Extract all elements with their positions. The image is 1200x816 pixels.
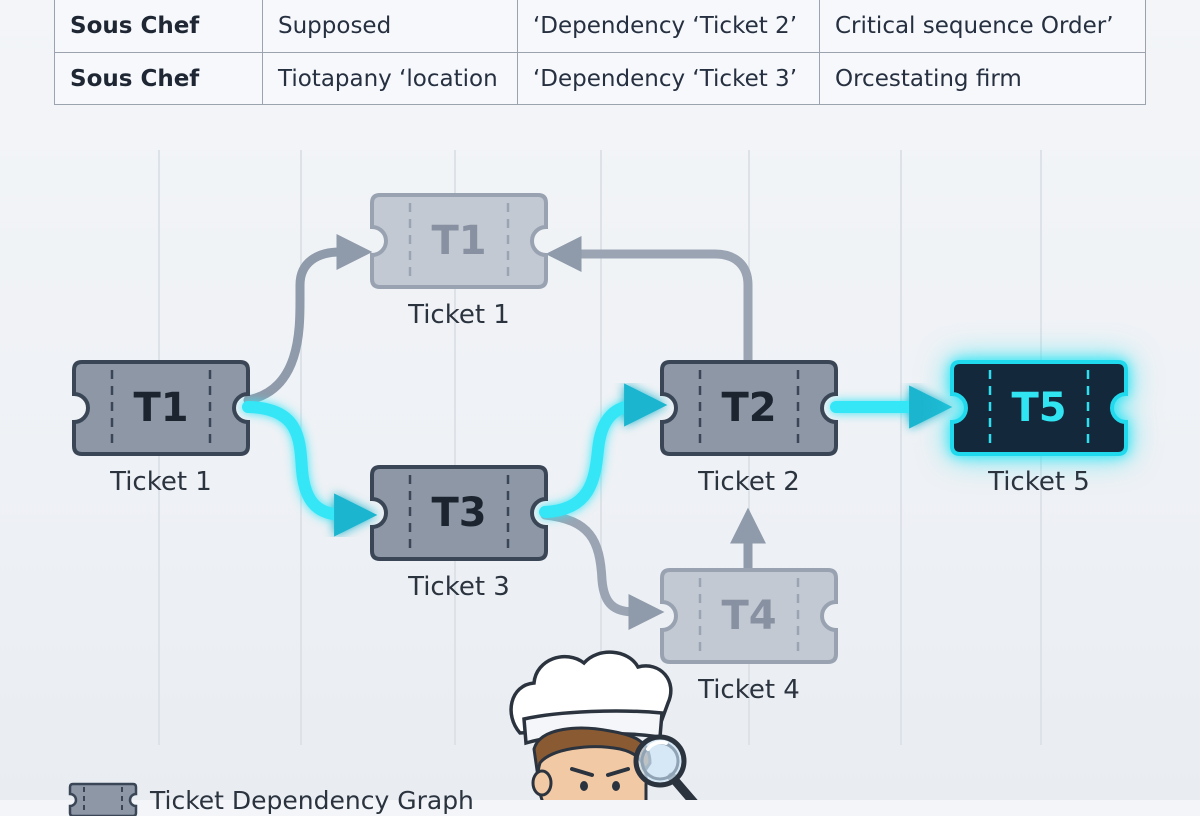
ticket-code: T1 [431, 218, 487, 264]
grid-line [900, 150, 902, 745]
ticket-icon [370, 465, 548, 561]
ticket-icon [370, 193, 548, 289]
table-cell-task: Supposed [262, 0, 517, 52]
ticket-code: T1 [133, 385, 189, 431]
ticket-icon [950, 360, 1128, 456]
ticket-caption: Ticket 1 [408, 300, 510, 330]
table-cell-note: Critical sequence Order’ [819, 0, 1145, 52]
ticket-t4[interactable]: T4 [660, 568, 838, 664]
table-cell-dependency: ‘Dependency ‘Ticket 3’ [517, 53, 819, 104]
ticket-icon [660, 568, 838, 664]
table-cell-role: Sous Chef [70, 65, 200, 92]
ticket-icon [660, 360, 838, 456]
ticket-t3[interactable]: T3 [370, 465, 548, 561]
edge-t2-to-t1top [545, 236, 753, 365]
legend-label: Ticket Dependency Graph [150, 786, 474, 815]
chef-with-magnifier-icon [509, 650, 698, 800]
ticket-caption: Ticket 1 [110, 467, 212, 497]
table-cell-dependency: ‘Dependency ‘Ticket 2’ [517, 0, 819, 52]
legend-ticket-icon [68, 782, 138, 816]
ticket-caption: Ticket 3 [408, 572, 510, 602]
table-cell-task: Tiotapany ‘location [262, 53, 517, 104]
ticket-code: T2 [721, 385, 777, 431]
ticket-code: T4 [721, 593, 777, 639]
table-row: Sous Chef Tiotapany ‘location ‘Dependenc… [55, 52, 1145, 104]
ticket-t2[interactable]: T2 [660, 360, 838, 456]
ticket-caption: Ticket 5 [988, 467, 1090, 497]
ticket-icon [72, 360, 250, 456]
ticket-caption: Ticket 4 [698, 675, 800, 705]
table-cell-role: Sous Chef [70, 13, 200, 39]
ticket-t1-top[interactable]: T1 [370, 193, 548, 289]
table-row: Sous Chef Supposed ‘Dependency ‘Ticket 2… [55, 0, 1145, 52]
ticket-t5[interactable]: T5 [950, 360, 1128, 456]
ticket-t1[interactable]: T1 [72, 360, 250, 456]
ticket-code: T3 [431, 490, 487, 536]
edge-t1-to-t3 [242, 401, 378, 537]
grid-line [300, 150, 302, 745]
ticket-code: T5 [1011, 385, 1067, 431]
ticket-caption: Ticket 2 [698, 467, 800, 497]
table-cell-note: Orcestating firm [819, 53, 1145, 104]
assignment-table: Sous Chef Supposed ‘Dependency ‘Ticket 2… [54, 0, 1146, 105]
grid-line [454, 150, 456, 745]
